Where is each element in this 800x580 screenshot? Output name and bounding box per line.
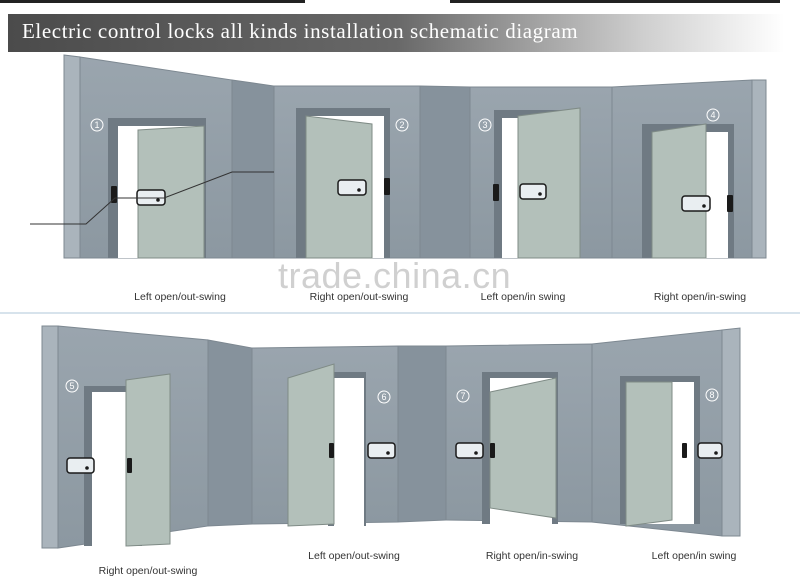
electric-lock-icon [66, 457, 95, 474]
caption-panel-8: Left open/in swing [651, 550, 737, 562]
panel-number-circle-1 [90, 118, 104, 132]
lock-strike-icon [384, 178, 390, 195]
title-banner: Electric control locks all kinds install… [8, 14, 784, 52]
caption-panel-1: Left open/out-swing [134, 291, 226, 303]
panel-number-circle-2 [395, 118, 409, 132]
caption-panel-6: Left open/out-swing [308, 550, 400, 562]
electric-lock-icon [367, 442, 396, 459]
electric-lock-icon [681, 195, 711, 212]
caption-panel-4: Right open/in-swing [653, 291, 747, 303]
panel-number-4: 4 [710, 110, 715, 120]
watermark-band [50, 258, 770, 282]
door-panel-3 [493, 107, 581, 259]
door-panel-6 [287, 363, 396, 527]
electric-lock-icon [337, 179, 367, 196]
lock-strike-icon [493, 184, 499, 201]
electric-lock-icon [697, 442, 723, 459]
electric-lock-icon [455, 442, 484, 459]
door-panel-7 [455, 372, 558, 524]
door-panel-5 [66, 373, 171, 547]
panel-number-circle-5 [65, 379, 79, 393]
panel-number-3: 3 [482, 120, 487, 130]
lock-strike-icon [682, 443, 687, 458]
panel-number-circle-4 [706, 108, 720, 122]
door-panel-4 [642, 123, 734, 259]
panel-number-6: 6 [381, 392, 386, 402]
caption-panel-5: Right open/out-swing [98, 565, 198, 577]
panel-number-5: 5 [69, 381, 74, 391]
wiring-line [30, 171, 274, 225]
door-panel-8 [620, 376, 723, 527]
caption-panel-7: Right open/in-swing [485, 550, 579, 562]
panel-number-8: 8 [709, 390, 714, 400]
caption-panel-3: Left open/in swing [480, 291, 566, 303]
panel-number-circle-8 [705, 388, 719, 402]
panel-number-7: 7 [460, 391, 465, 401]
top-edge-line-left [0, 0, 305, 3]
lock-strike-icon [127, 458, 132, 473]
electric-lock-icon [519, 183, 547, 200]
lock-strike-icon [111, 186, 117, 203]
panel-number-2: 2 [399, 120, 404, 130]
panel-number-circle-6 [377, 390, 391, 404]
panel-number-circle-3 [478, 118, 492, 132]
lock-strike-icon [490, 443, 495, 458]
diagram-title: Electric control locks all kinds install… [22, 19, 579, 43]
panel-number-circle-7 [456, 389, 470, 403]
door-panel-2 [296, 108, 390, 259]
watermark-text: trade.china.cn [278, 255, 512, 296]
caption-panel-2: Right open/out-swing [309, 291, 409, 303]
row-divider [0, 312, 800, 314]
panel-number-1: 1 [94, 120, 99, 130]
lock-strike-icon [329, 443, 334, 458]
lock-strike-icon [727, 195, 733, 212]
top-edge-line-right [450, 0, 780, 3]
